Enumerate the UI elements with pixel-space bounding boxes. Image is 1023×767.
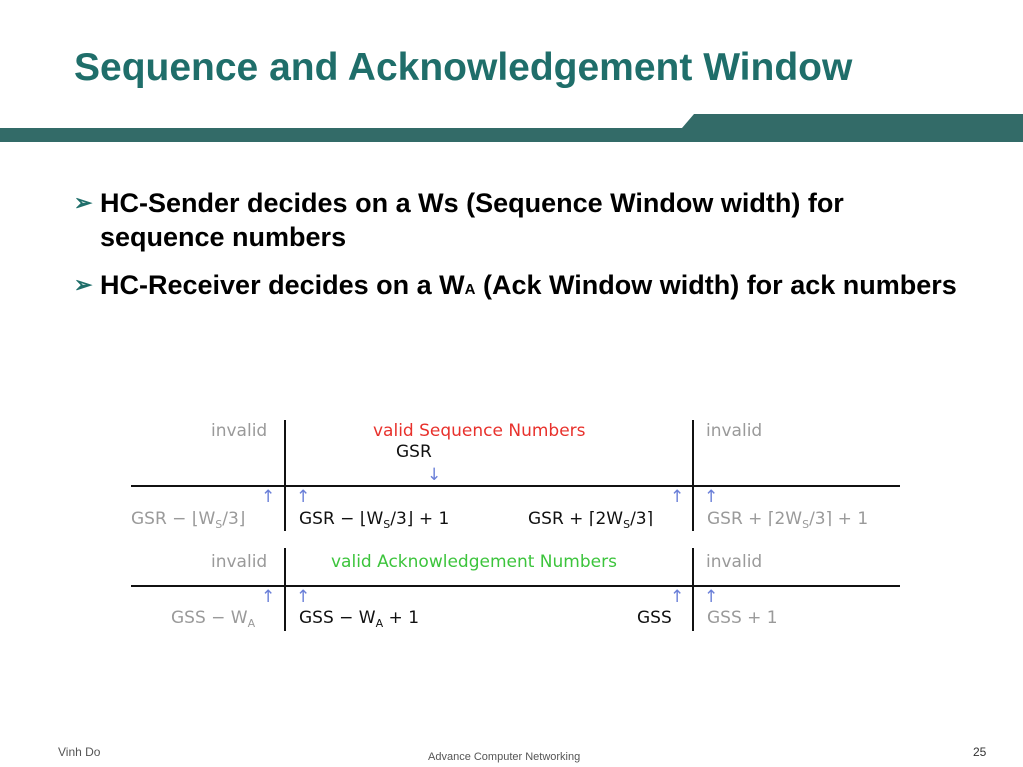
ack-invalid-right: invalid xyxy=(706,552,762,572)
ack-lower-bound-outside: GSS − WA xyxy=(171,608,256,630)
seq-invalid-right: invalid xyxy=(706,421,762,441)
bullet-text-post: (Ack Window width) for ack numbers xyxy=(475,270,957,300)
up-arrow-icon: ↑ xyxy=(296,487,310,507)
up-arrow-icon: ↑ xyxy=(261,587,275,607)
up-arrow-icon: ↑ xyxy=(261,487,275,507)
ack-upper-bound-inside: GSS xyxy=(637,608,672,628)
footer-author: Vinh Do xyxy=(58,745,101,759)
footer-page-number: 25 xyxy=(973,745,987,759)
bullet-text-subscript: A xyxy=(464,281,476,298)
seq-lower-bound-outside: GSR − ⌊WS/3⌋ xyxy=(131,509,245,531)
seq-invalid-left: invalid xyxy=(211,421,267,441)
bullet-list: ➢ HC-Sender decides on a Ws (Sequence Wi… xyxy=(74,186,974,321)
seq-valid-label: valid Sequence Numbers xyxy=(373,421,586,441)
bullet-text: HC-Sender decides on a Ws (Sequence Wind… xyxy=(100,188,844,252)
header-band-shape xyxy=(0,114,1023,142)
bullet-item-receiver: ➢ HC-Receiver decides on a WA (Ack Windo… xyxy=(74,268,974,307)
arrow-bullet-icon: ➢ xyxy=(74,272,93,297)
gsr-marker-label: GSR xyxy=(396,442,432,462)
header-band xyxy=(0,114,1023,142)
up-arrow-icon: ↑ xyxy=(670,487,684,507)
seq-lower-bound-inside: GSR − ⌊WS/3⌋ + 1 xyxy=(299,509,449,531)
ack-invalid-left: invalid xyxy=(211,552,267,572)
bullet-item-sender: ➢ HC-Sender decides on a Ws (Sequence Wi… xyxy=(74,186,974,254)
ack-upper-bound-outside: GSS + 1 xyxy=(707,608,778,628)
footer-course: Advance Computer Networking xyxy=(428,751,581,763)
ack-valid-label: valid Acknowledgement Numbers xyxy=(331,552,617,572)
up-arrow-icon: ↑ xyxy=(704,587,718,607)
up-arrow-icon: ↑ xyxy=(704,487,718,507)
ack-lower-bound-inside: GSS − WA + 1 xyxy=(299,608,419,630)
up-arrow-icon: ↑ xyxy=(670,587,684,607)
arrow-bullet-icon: ➢ xyxy=(74,190,93,215)
seq-upper-bound-inside: GSR + ⌈2WS/3⌉ xyxy=(528,509,653,531)
slide-title: Sequence and Acknowledgement Window xyxy=(74,46,853,89)
seq-upper-bound-outside: GSR + ⌈2WS/3⌉ + 1 xyxy=(707,509,868,531)
gsr-down-arrow-icon: ↓ xyxy=(427,465,441,485)
bullet-text-pre: HC-Receiver decides on a W xyxy=(100,270,465,300)
up-arrow-icon: ↑ xyxy=(296,587,310,607)
